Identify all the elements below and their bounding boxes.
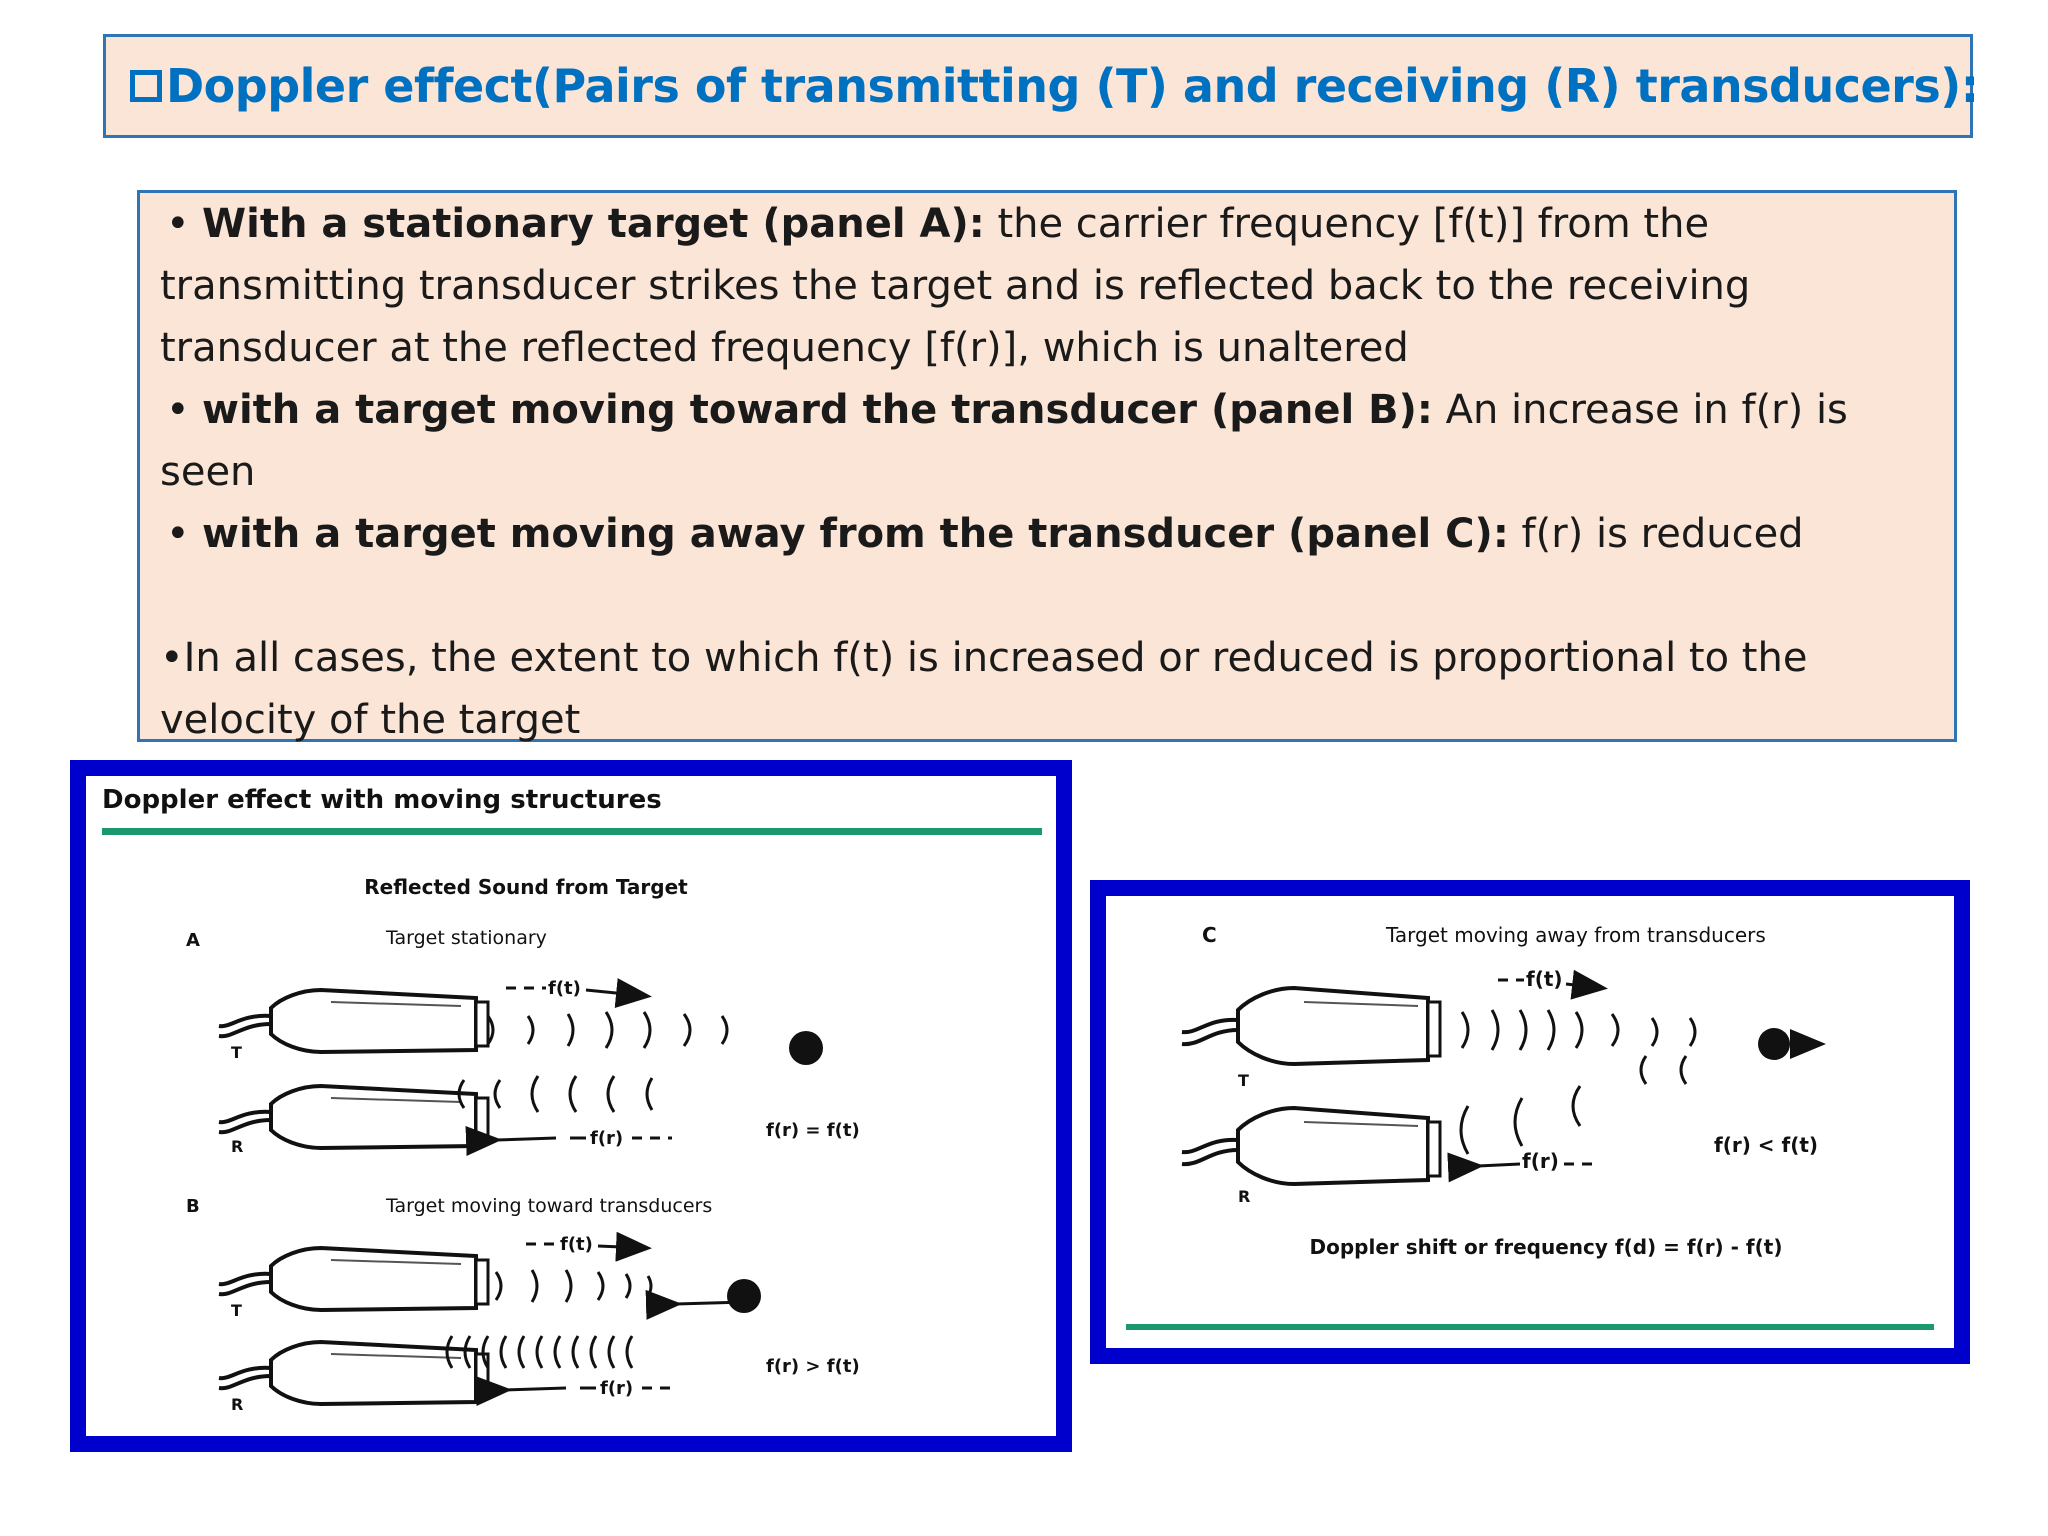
bullet-text: the carrier frequency [f(t)] from the tr… [160,201,1751,371]
transmitter-probe-c [1180,986,1442,1066]
target-dot-a [789,1031,823,1065]
conclusion-text: •In all cases, the extent to which f(t) … [160,635,1808,743]
target-dot-c [1758,1028,1790,1060]
receiver-probe-a [217,1084,490,1150]
reflected-waves-a [457,1075,654,1113]
bullet-lead: with a target moving toward the transduc… [202,387,1433,433]
panel-c-r-label: R [1238,1187,1250,1206]
bullet-away: • with a target moving away from the tran… [160,503,1940,565]
panel-b-ft-label: f(t) [560,1234,593,1255]
ft-arrow-c [1565,969,1608,1000]
target-dot-b [727,1279,761,1313]
slide-title: Doppler effect(Pairs of transmitting (T)… [166,59,1979,113]
doppler-diagram-c: C Target moving away from transducers T … [1126,923,1934,1330]
panel-c-caption: Target moving away from transducers [1385,923,1766,947]
bullet-text: An increase in f(r) is seen [160,387,1848,495]
panel-a-t-label: T [231,1043,242,1062]
bullet-toward: • with a target moving toward the transdu… [160,379,1940,503]
ft-arrow-b [597,1231,652,1262]
bottom-rule [1126,1324,1934,1330]
panel-a-ft-label: f(t) [548,978,581,999]
bullet-dot-icon: • [166,387,190,433]
transmitter-probe-a [217,988,490,1054]
panel-b-relation: f(r) > f(t) [766,1356,860,1377]
doppler-diagram-ab: Doppler effect with moving structures Re… [102,785,1042,1414]
panel-a-r-label: R [231,1137,243,1156]
bullet-lead: With a stationary target (panel A): [202,201,985,247]
explanation-box: • With a stationary target (panel A): the… [137,190,1957,743]
bullet-dot-icon: • [166,201,190,247]
figure-panel-c-inner: C Target moving away from transducers T … [1106,896,1954,1348]
bullet-lead: with a target moving away from the trans… [202,511,1509,557]
panel-b-letter: B [186,1196,200,1217]
panel-a-letter: A [186,930,200,951]
transmitter-probe-b [217,1246,490,1312]
figure-panel-ab-inner: Doppler effect with moving structures Re… [86,776,1056,1436]
panel-a-relation: f(r) = f(t) [766,1120,860,1141]
bullet-text: f(r) is reduced [1508,511,1804,557]
slide-title-box: Doppler effect(Pairs of transmitting (T)… [103,34,1979,138]
ft-arrow-a [585,978,652,1008]
panel-c-letter: C [1202,923,1217,947]
checkbox-bullet-icon [130,70,162,102]
fr-arrow-c [1447,1152,1521,1183]
panel-b-fr-label: f(r) [600,1378,633,1399]
emitted-waves-c [1460,1009,1697,1051]
panel-a-fr-label: f(r) [590,1128,623,1149]
figure-panel-ab: Doppler effect with moving structures Re… [70,760,1072,1452]
figure-heading: Doppler effect with moving structures [102,785,662,815]
fr-arrow-b [475,1376,567,1406]
figure-panel-c: C Target moving away from transducers T … [1090,880,1970,1364]
emitted-waves-b [494,1269,653,1303]
panel-b-caption: Target moving toward transducers [385,1195,712,1217]
fr-arrow-a [465,1126,557,1156]
panel-b-r-label: R [231,1395,243,1414]
reflected-waves-b [445,1335,634,1369]
panel-c-t-label: T [1238,1071,1249,1090]
reflected-waves-c [1459,1055,1688,1155]
receiver-probe-c [1180,1106,1442,1186]
doppler-formula: Doppler shift or frequency f(d) = f(r) -… [1310,1235,1783,1259]
figure-subheading: Reflected Sound from Target [364,875,688,899]
panel-b-t-label: T [231,1301,242,1320]
emitted-waves-a [486,1011,729,1049]
panel-c-relation: f(r) < f(t) [1714,1133,1818,1157]
panel-a-caption: Target stationary [385,927,547,949]
heading-rule [102,828,1042,835]
panel-c-ft-label: f(t) [1526,967,1563,991]
panel-c-fr-label: f(r) [1522,1149,1559,1173]
bullet-dot-icon: • [166,511,190,557]
bullet-stationary: • With a stationary target (panel A): the… [160,193,1940,379]
